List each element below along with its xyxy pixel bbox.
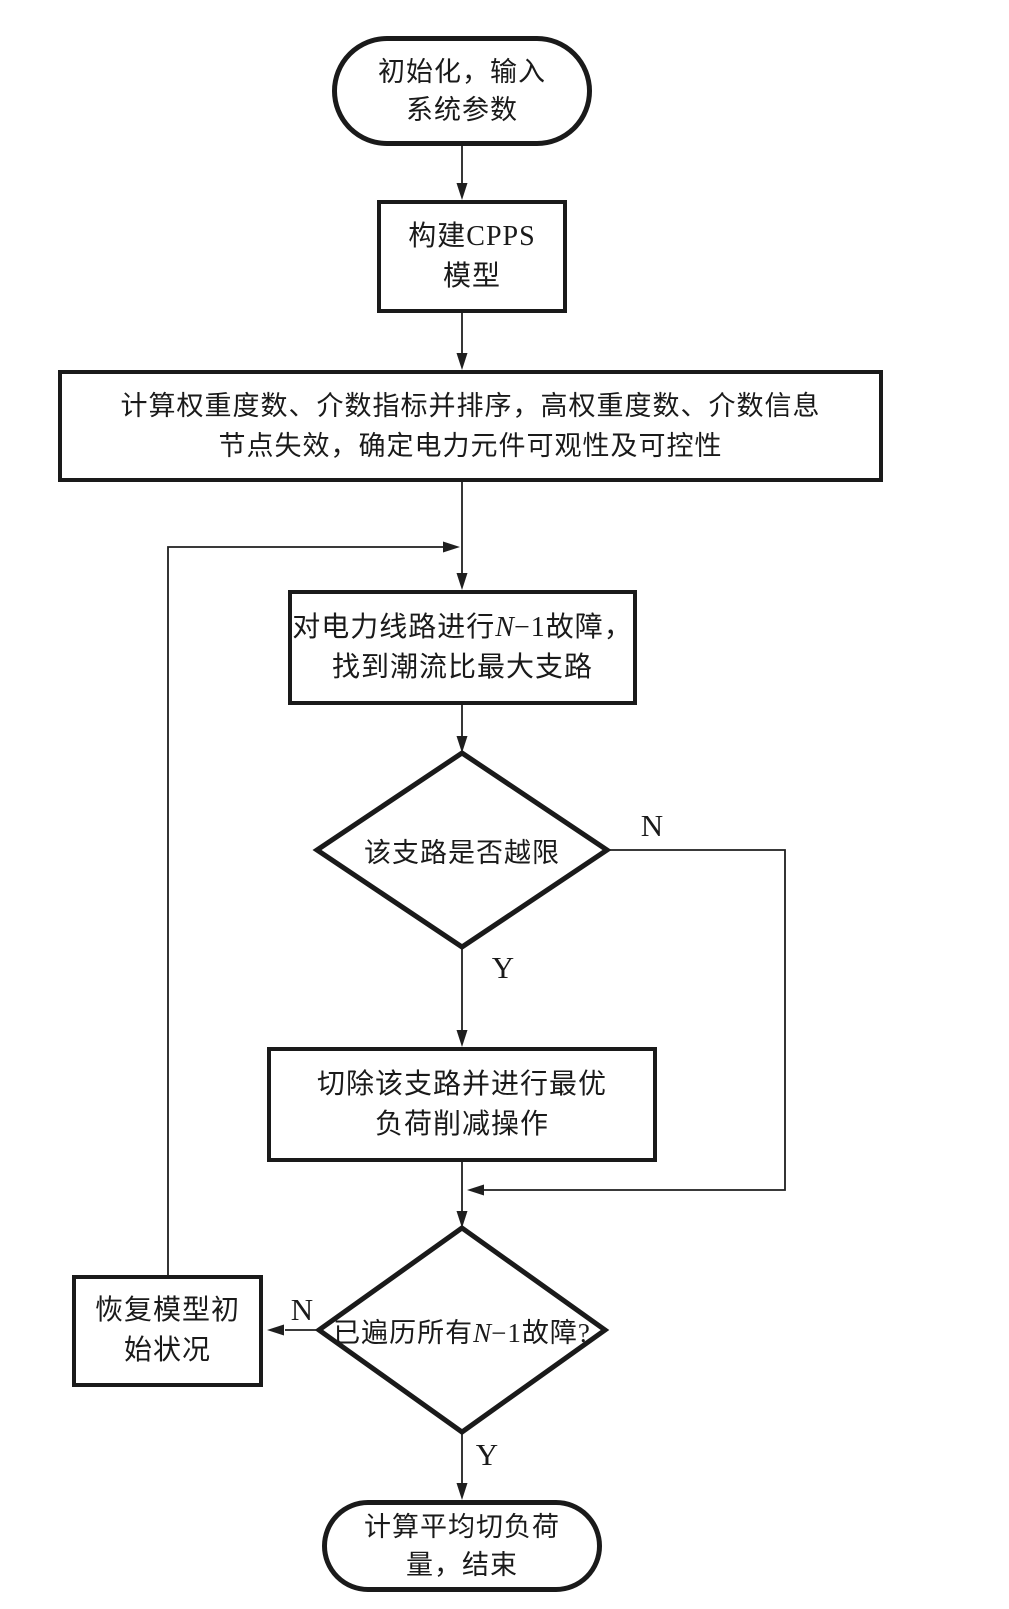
process-compute-rank: 计算权重度数、介数指标并排序，高权重度数、介数信息 节点失效，确定电力元件可观性… — [58, 370, 883, 482]
label-no-branch-overlimit: N — [640, 808, 664, 843]
process-build-cpps-model: 构建CPPS 模型 — [377, 200, 567, 313]
label-no-traversed-all: N — [290, 1292, 314, 1327]
decision-branch-overlimit-label: 该支路是否越限 — [364, 837, 560, 868]
connector-restore-loopback — [167, 546, 443, 1275]
decision-traversed-all-label: 已遍历所有N−1故障? — [319, 1228, 605, 1432]
terminator-start-line2: 系统参数 — [406, 95, 518, 125]
process-restore-model-line2: 始状况 — [123, 1335, 211, 1366]
terminator-end: 计算平均切负荷 量，结束 — [322, 1500, 602, 1592]
arrowhead — [267, 1324, 284, 1336]
process-cut-branch-line2: 负荷削减操作 — [374, 1108, 549, 1140]
decision-branch-overlimit-shape — [312, 749, 612, 951]
decision-traversed-all-text: 已遍历所有N−1故障? — [333, 1317, 591, 1348]
process-restore-model: 恢复模型初 始状况 — [72, 1275, 263, 1387]
arrowhead — [456, 1211, 468, 1228]
arrowhead — [456, 353, 468, 370]
arrowhead — [456, 736, 468, 753]
label-yes-branch-overlimit: Y — [491, 950, 515, 985]
process-cut-branch-line1: 切除该支路并进行最优 — [316, 1068, 607, 1100]
arrowhead — [467, 1184, 484, 1196]
label-yes-traversed-all: Y — [475, 1437, 499, 1472]
process-n1-fault-line1: 对电力线路进行N−1故障， — [292, 611, 633, 643]
terminator-end-line1: 计算平均切负荷 — [364, 1511, 560, 1542]
process-build-cpps-line1: 构建CPPS — [408, 220, 536, 252]
process-cut-branch: 切除该支路并进行最优 负荷削减操作 — [267, 1047, 657, 1162]
terminator-end-line2: 量，结束 — [406, 1550, 518, 1580]
process-compute-rank-line2: 节点失效，确定电力元件可观性及可控性 — [218, 431, 723, 461]
decision-traversed-all-shape — [314, 1224, 610, 1436]
terminator-start-line1: 初始化，输入 — [378, 56, 546, 87]
process-build-cpps-line2: 模型 — [442, 260, 501, 292]
arrowhead — [456, 183, 468, 200]
process-restore-model-line1: 恢复模型初 — [94, 1295, 240, 1327]
connector-decision1-no-bypass — [484, 849, 786, 1191]
arrowhead — [456, 1030, 468, 1047]
arrowhead — [456, 573, 468, 590]
process-compute-rank-line1: 计算权重度数、介数指标并排序，高权重度数、介数信息 — [120, 390, 821, 421]
process-n1-fault-line2: 找到潮流比最大支路 — [331, 651, 593, 683]
arrowhead — [443, 541, 460, 553]
process-n1-fault: 对电力线路进行N−1故障， 找到潮流比最大支路 — [288, 590, 637, 705]
arrowhead — [456, 1483, 468, 1500]
terminator-start: 初始化，输入 系统参数 — [332, 36, 592, 146]
